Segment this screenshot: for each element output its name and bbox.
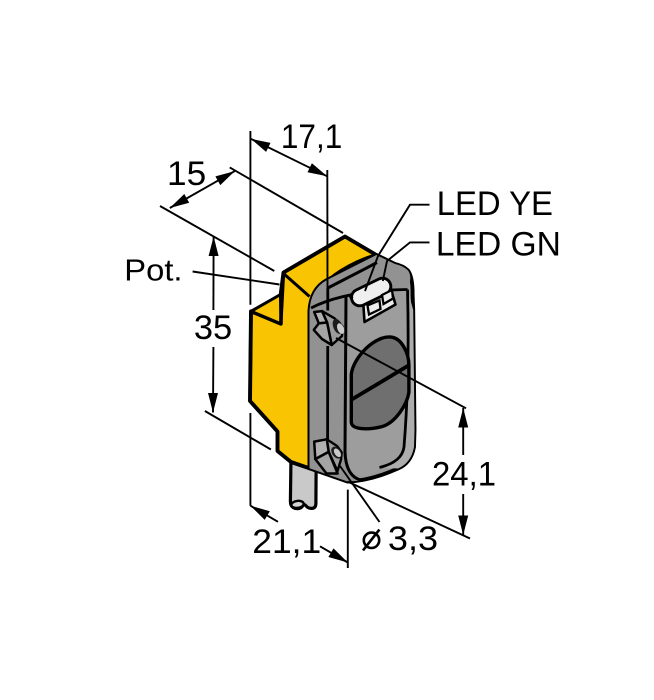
svg-text:LED YE: LED YE: [437, 185, 553, 223]
svg-text:LED GN: LED GN: [436, 225, 561, 263]
svg-text:17,1: 17,1: [281, 118, 342, 156]
svg-text:3,3: 3,3: [388, 520, 438, 558]
svg-text:24,1: 24,1: [432, 456, 496, 494]
svg-text:Pot.: Pot.: [124, 254, 182, 288]
svg-text:21,1: 21,1: [252, 523, 321, 561]
svg-text:15: 15: [167, 155, 206, 193]
svg-text:35: 35: [194, 309, 232, 347]
